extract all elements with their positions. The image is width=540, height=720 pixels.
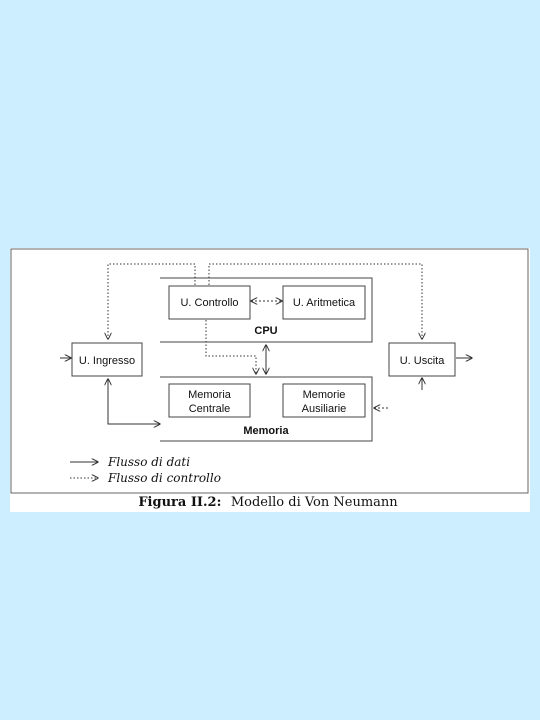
caption-text: Modello di Von Neumann bbox=[231, 495, 398, 510]
output-unit-box bbox=[388, 342, 456, 377]
caption-number: Figura II.2: bbox=[138, 495, 221, 510]
cpu-label: CPU bbox=[254, 325, 277, 337]
control-to-output-line bbox=[208, 263, 422, 339]
control-flow-lines bbox=[108, 263, 422, 374]
central-memory-label-line2: Centrale bbox=[189, 403, 231, 415]
legend-data-flow-label: Flusso di dati bbox=[107, 455, 190, 469]
figure-frame bbox=[10, 248, 529, 494]
input-unit-label: U. Ingresso bbox=[79, 355, 135, 367]
input-unit: U. Ingresso bbox=[71, 342, 143, 377]
input-unit-box bbox=[71, 342, 143, 377]
cpu-block: U. Controllo U. Aritmetica CPU bbox=[160, 277, 373, 343]
memory-block: Memoria Centrale Memorie Ausiliarie Memo… bbox=[160, 376, 373, 442]
auxiliary-memory-label-line1: Memorie bbox=[303, 389, 346, 401]
control-to-memory-line bbox=[205, 320, 256, 374]
output-unit-label: U. Uscita bbox=[400, 355, 446, 367]
legend: Flusso di dati Flusso di controllo bbox=[70, 455, 221, 485]
auxiliary-memory-box bbox=[282, 383, 366, 418]
figure-panel: U. Controllo U. Aritmetica CPU Memoria C… bbox=[10, 248, 530, 512]
legend-control-flow-label: Flusso di controllo bbox=[107, 471, 221, 485]
figure-caption: Figura II.2: Modello di Von Neumann bbox=[138, 493, 398, 510]
cpu-border bbox=[160, 277, 373, 343]
arithmetic-unit-box bbox=[282, 285, 366, 320]
memory-label: Memoria bbox=[243, 425, 289, 437]
central-memory-label-line1: Memoria bbox=[188, 389, 232, 401]
von-neumann-diagram: U. Controllo U. Aritmetica CPU Memoria C… bbox=[10, 248, 529, 510]
memory-border bbox=[160, 376, 373, 442]
arithmetic-unit-label: U. Aritmetica bbox=[293, 297, 356, 309]
auxiliary-memory-label-line2: Ausiliarie bbox=[302, 403, 347, 415]
control-unit-label: U. Controllo bbox=[180, 297, 238, 309]
input-to-memory-line bbox=[108, 379, 160, 424]
output-unit: U. Uscita bbox=[388, 342, 456, 377]
central-memory-box bbox=[168, 383, 251, 418]
control-unit-box bbox=[168, 285, 251, 320]
data-flow-lines bbox=[60, 345, 472, 424]
control-to-input-line bbox=[108, 263, 196, 339]
